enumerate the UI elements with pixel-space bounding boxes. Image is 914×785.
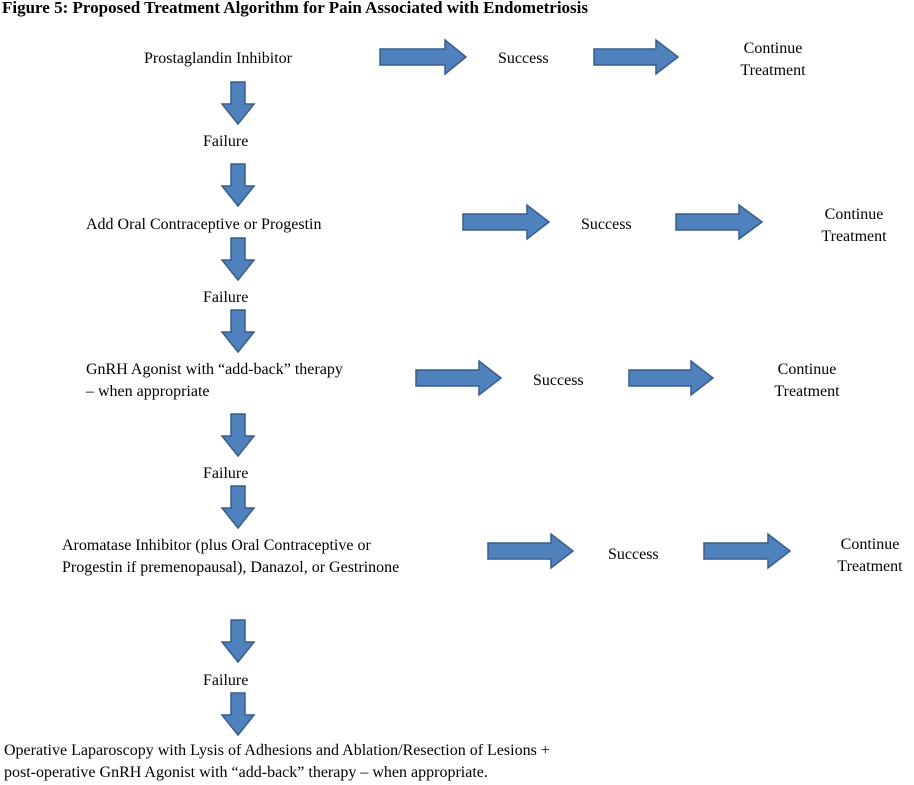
continue-treatment-1: Continue Treatment bbox=[728, 38, 818, 82]
step-aromatase-inhibitor: Aromatase Inhibitor (plus Oral Contracep… bbox=[62, 535, 399, 579]
failure-label-1: Failure bbox=[203, 133, 249, 150]
treatment-text: Treatment bbox=[740, 62, 806, 79]
down-arrow-icon bbox=[220, 237, 256, 282]
figure-title: Figure 5: Proposed Treatment Algorithm f… bbox=[2, 0, 589, 17]
failure-label-3: Failure bbox=[203, 465, 249, 482]
continue-text: Continue bbox=[743, 40, 803, 57]
down-arrow-icon bbox=[220, 413, 256, 458]
down-arrow-icon bbox=[220, 619, 256, 664]
step-line: – when appropriate bbox=[86, 383, 210, 400]
down-arrow-icon bbox=[220, 163, 256, 208]
step-line: Progestin if premenopausal), Danazol, or… bbox=[62, 559, 400, 576]
continue-treatment-2: Continue Treatment bbox=[809, 204, 899, 248]
success-label-2: Success bbox=[581, 216, 632, 233]
treatment-text: Treatment bbox=[774, 383, 840, 400]
step-gnrh-agonist: GnRH Agonist with “add-back” therapy – w… bbox=[86, 359, 343, 403]
right-arrow-icon bbox=[415, 359, 503, 397]
right-arrow-icon bbox=[593, 38, 680, 76]
success-label-1: Success bbox=[498, 50, 549, 67]
step-line: Operative Laparoscopy with Lysis of Adhe… bbox=[4, 742, 550, 759]
treatment-text: Treatment bbox=[837, 558, 903, 575]
continue-text: Continue bbox=[777, 361, 837, 378]
right-arrow-icon bbox=[628, 359, 715, 397]
right-arrow-icon bbox=[675, 203, 764, 241]
continue-treatment-3: Continue Treatment bbox=[762, 359, 852, 403]
continue-text: Continue bbox=[824, 206, 884, 223]
step-prostaglandin-inhibitor: Prostaglandin Inhibitor bbox=[144, 50, 292, 67]
right-arrow-icon bbox=[487, 532, 575, 570]
continue-treatment-4: Continue Treatment bbox=[825, 534, 914, 578]
down-arrow-icon bbox=[220, 81, 256, 126]
treatment-text: Treatment bbox=[821, 228, 887, 245]
down-arrow-icon bbox=[220, 692, 256, 737]
step-operative-laparoscopy: Operative Laparoscopy with Lysis of Adhe… bbox=[4, 740, 550, 784]
step-line: Aromatase Inhibitor (plus Oral Contracep… bbox=[62, 537, 371, 554]
step-line: post-operative GnRH Agonist with “add-ba… bbox=[4, 764, 488, 781]
right-arrow-icon bbox=[462, 203, 551, 241]
continue-text: Continue bbox=[840, 536, 900, 553]
success-label-4: Success bbox=[608, 546, 659, 563]
down-arrow-icon bbox=[220, 309, 256, 354]
down-arrow-icon bbox=[220, 485, 256, 530]
failure-label-2: Failure bbox=[203, 289, 249, 306]
right-arrow-icon bbox=[703, 532, 792, 570]
failure-label-4: Failure bbox=[203, 672, 249, 689]
step-add-oral-contraceptive: Add Oral Contraceptive or Progestin bbox=[86, 216, 322, 233]
step-line: GnRH Agonist with “add-back” therapy bbox=[86, 361, 343, 378]
success-label-3: Success bbox=[533, 372, 584, 389]
right-arrow-icon bbox=[379, 38, 468, 76]
